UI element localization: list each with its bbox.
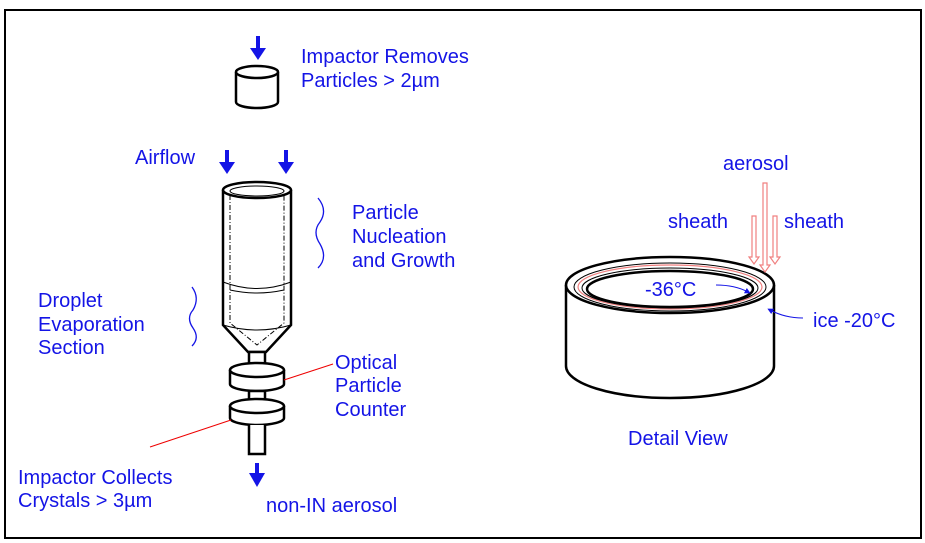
impactor-leader-line [149, 419, 232, 448]
down-arrow-icon [250, 36, 266, 60]
inner-temp-label: -36°C [645, 279, 696, 301]
airflow-label: Airflow [135, 147, 196, 169]
counter-line1: Optical [335, 352, 397, 374]
detail-cylinder [564, 255, 776, 400]
brace-nucleation [315, 197, 325, 269]
nucleation-line3: and Growth [352, 250, 455, 272]
outer-temp-arrow [767, 308, 804, 319]
chamber-tube [221, 180, 293, 456]
evaporation-line1: Droplet [38, 290, 103, 312]
brace-evaporation [188, 286, 197, 347]
impactor-top [234, 64, 280, 110]
sheath-left-label: sheath [668, 211, 728, 233]
aerosol-label: aerosol [723, 153, 789, 175]
counter-line2: Particle [335, 375, 402, 397]
sheath-right-label: sheath [784, 211, 844, 233]
airflow-arrow-icon [219, 150, 294, 174]
evaporation-line2: Evaporation [38, 314, 145, 336]
inner-temp-arrow [715, 284, 751, 294]
outflow-arrow-icon [249, 463, 265, 487]
outflow-label: non-IN aerosol [266, 495, 397, 517]
detail-view-title: Detail View [628, 428, 728, 450]
counter-leader-line [283, 363, 334, 381]
impactor-collects-line2: Crystals > 3µm [18, 490, 152, 512]
frame-border [4, 9, 922, 539]
counter-line3: Counter [335, 399, 406, 421]
flow-arrows-icon [747, 182, 782, 274]
impactor-removes-line2: Particles > 2µm [301, 70, 440, 92]
nucleation-line2: Nucleation [352, 226, 447, 248]
outer-temp-label: ice -20°C [813, 310, 895, 332]
impactor-collects-line1: Impactor Collects [18, 467, 173, 489]
nucleation-line1: Particle [352, 202, 419, 224]
evaporation-line3: Section [38, 337, 105, 359]
impactor-removes-line1: Impactor Removes [301, 46, 469, 68]
